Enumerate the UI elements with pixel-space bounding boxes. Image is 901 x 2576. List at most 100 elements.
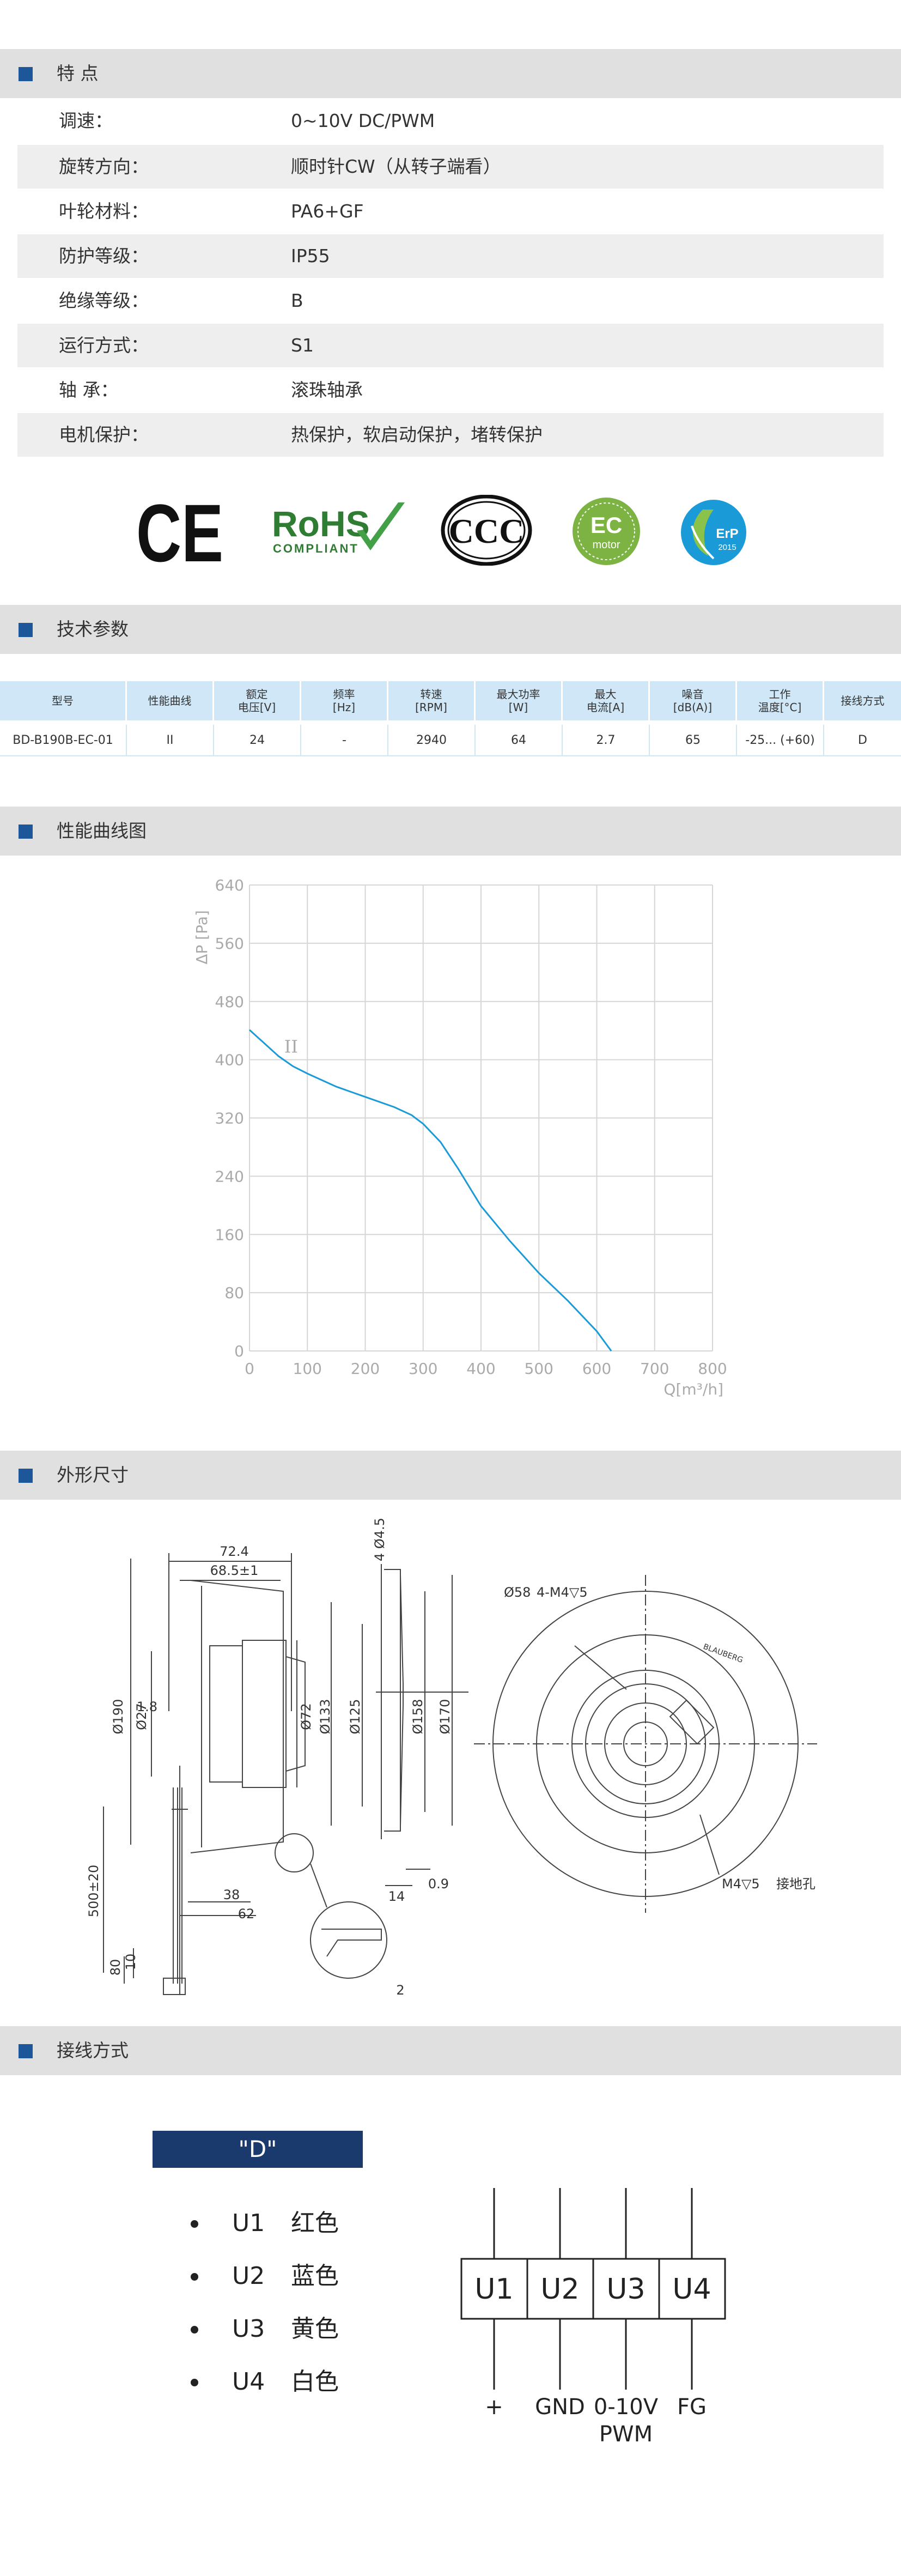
y-tick-label: 240 — [215, 1167, 244, 1185]
x-tick-label: 500 — [525, 1360, 553, 1378]
spec-header-cell: 接线方式 — [841, 694, 885, 707]
spec-header-cell: 最大功率[W] — [476, 681, 563, 720]
dim-m4: M4▽5 — [722, 1876, 760, 1892]
x-tick-label: 300 — [409, 1360, 437, 1378]
wire-color: 黄色 — [291, 2315, 339, 2343]
section-wiring-header: 接线方式 — [0, 2026, 901, 2075]
y-tick-label: 160 — [215, 1226, 244, 1244]
y-tick-label: 80 — [224, 1284, 244, 1302]
ground-hole-label: 接地孔 — [776, 1876, 815, 1892]
section-marker — [19, 1469, 33, 1483]
section-title: 外形尺寸 — [57, 1464, 129, 1486]
spec-cell: -25... (+60) — [737, 725, 824, 755]
spec-table-header: 型号 性能曲线 额定电压[V] 频率[Hz] 转速[RPM] 最大功率[W] 最… — [0, 681, 901, 720]
feature-row: 电机保护： 热保护，软启动保护，堵转保护 — [17, 413, 884, 457]
rohs-sub: COMPLIANT — [273, 542, 359, 555]
x-tick-label: 600 — [582, 1360, 611, 1378]
feature-key: 防护等级： — [59, 245, 149, 266]
feature-value: PA6+GF — [291, 201, 364, 222]
dim-80: 80 — [108, 1959, 123, 1976]
spec-header-cell: 转速[RPM] — [388, 681, 476, 720]
checkmark-icon — [357, 502, 405, 550]
terminal-u1: U1 — [474, 2273, 513, 2306]
section-title: 特 点 — [57, 63, 99, 84]
wire-label: U2 — [232, 2262, 265, 2290]
spec-header-cell: 性能曲线 — [127, 681, 214, 720]
x-tick-label: 100 — [293, 1360, 322, 1378]
section-title: 性能曲线图 — [57, 820, 147, 841]
feature-value: S1 — [291, 335, 314, 356]
feature-row: 调速： 0~10V DC/PWM — [17, 99, 884, 143]
x-tick-label: 800 — [698, 1360, 727, 1378]
wire-color: 白色 — [291, 2368, 339, 2396]
section-marker — [19, 67, 33, 81]
wire-color: 蓝色 — [291, 2262, 339, 2290]
feature-key: 轴 承： — [59, 379, 119, 401]
spec-header-cell: 频率[Hz] — [301, 681, 388, 720]
leaf-icon — [692, 510, 714, 556]
spec-cell: - — [301, 725, 388, 755]
feature-value: 热保护，软启动保护，堵转保护 — [291, 424, 543, 445]
wire-label: U4 — [232, 2368, 265, 2396]
section-marker — [19, 2044, 33, 2058]
dim-62: 62 — [238, 1906, 255, 1922]
section-marker — [19, 825, 33, 839]
bullet-icon — [191, 2273, 198, 2281]
spec-header-cell: 额定电压[V] — [214, 681, 301, 720]
dim-14: 14 — [388, 1889, 405, 1904]
section-marker — [19, 623, 33, 637]
x-tick-label: 0 — [245, 1360, 254, 1378]
feature-key: 运行方式： — [59, 335, 149, 356]
y-tick-label: 320 — [215, 1110, 244, 1128]
dim-158: Ø158 — [410, 1699, 425, 1735]
dim-38: 38 — [223, 1887, 240, 1902]
y-axis-label: ΔP [Pa] — [193, 910, 211, 965]
y-tick-label: 480 — [215, 993, 244, 1011]
x-tick-label: 200 — [351, 1360, 380, 1378]
feature-key: 调速： — [59, 110, 113, 131]
x-tick-label: 400 — [466, 1360, 495, 1378]
signal-plus: + — [485, 2395, 503, 2420]
dim-190: Ø190 — [111, 1699, 126, 1735]
ce-logo: CE — [136, 490, 223, 578]
feature-key: 电机保护： — [59, 424, 149, 445]
dim-58: Ø58 — [504, 1585, 531, 1600]
dim-133: Ø133 — [318, 1699, 333, 1735]
y-tick-label: 560 — [215, 935, 244, 953]
feature-row: 绝缘等级： B — [17, 279, 884, 323]
spec-header-cell: 最大电流[A] — [563, 681, 650, 720]
dim-125: Ø125 — [348, 1699, 363, 1735]
wiring-type-title: "D" — [153, 2131, 363, 2168]
section-curve-header: 性能曲线图 — [0, 807, 901, 856]
feature-key: 绝缘等级： — [59, 290, 149, 311]
spec-cell: 2.7 — [563, 725, 650, 755]
terminal-u4: U4 — [672, 2273, 711, 2306]
erp-mark: ErP — [716, 526, 738, 541]
dim-72-4: 72.4 — [220, 1544, 248, 1559]
feature-value: IP55 — [291, 245, 330, 266]
spec-cell: II — [127, 725, 214, 755]
spec-cell: 24 — [214, 725, 301, 755]
feature-key: 旋转方向： — [59, 156, 149, 177]
ccc-mark: CCC — [449, 512, 525, 550]
feature-value: 顺时针CW（从转子端看） — [291, 156, 501, 177]
wire-color: 红色 — [291, 2209, 339, 2237]
signal-pwm: PWM — [599, 2422, 653, 2447]
signal-0-10v: 0-10V — [594, 2395, 659, 2420]
dim-2: 2 — [396, 1983, 404, 1998]
dim-500: 500±20 — [86, 1865, 101, 1917]
ccc-logo: CCC — [441, 495, 532, 566]
spec-cell: 64 — [476, 725, 563, 755]
x-tick-label: 700 — [640, 1360, 669, 1378]
dim-1-8: 1.8 — [137, 1699, 157, 1714]
section-title: 接线方式 — [57, 2040, 129, 2061]
erp-year: 2015 — [718, 543, 736, 552]
wire-label: U1 — [232, 2209, 265, 2237]
spec-cell: 2940 — [388, 725, 476, 755]
feature-key: 叶轮材料： — [59, 201, 149, 222]
spec-header-cell: 噪音[dB(A)] — [650, 681, 737, 720]
feature-row: 运行方式： S1 — [17, 324, 884, 367]
y-tick-label: 0 — [234, 1342, 244, 1360]
terminal-u2: U2 — [540, 2273, 579, 2306]
dim-170: Ø170 — [437, 1699, 453, 1735]
